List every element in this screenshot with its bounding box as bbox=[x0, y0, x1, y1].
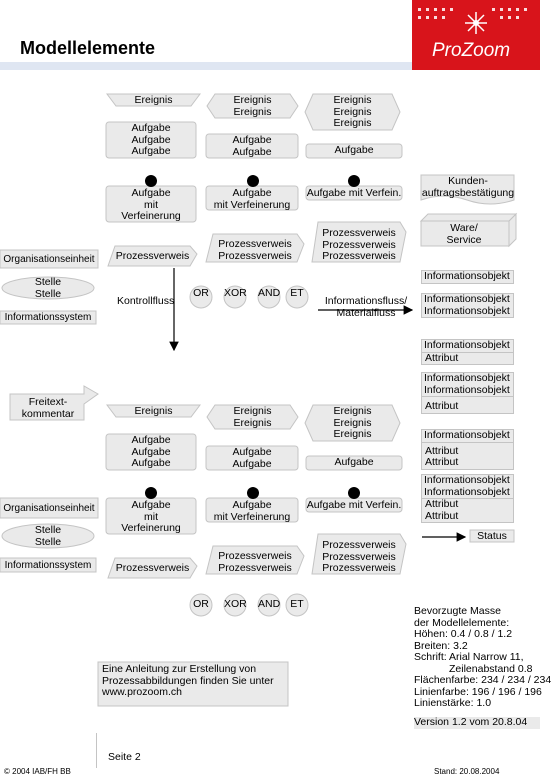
info-object-2-attr2-values: Attribut Attribut bbox=[425, 498, 459, 522]
freetext-comment: Freitext- kommentar bbox=[21, 396, 75, 420]
info-object-2-attr2: Informationsobjekt Informationsobjekt At… bbox=[421, 474, 514, 523]
task-single-shape bbox=[305, 143, 403, 159]
date-stamp: Stand: 20.08.2004 bbox=[434, 767, 500, 776]
logo-star-icon bbox=[418, 8, 527, 34]
info-object-2-attr-value: Attribut bbox=[425, 400, 459, 412]
event-single-shape bbox=[106, 93, 201, 107]
event-single: Ereignis bbox=[134, 94, 173, 106]
control-flow-label: Kontrollfluss bbox=[117, 295, 175, 307]
event-single-2: Ereignis bbox=[134, 405, 173, 417]
connector-xor-2: XOR bbox=[224, 598, 247, 610]
customer-document: Kunden- auftragsbestätigung bbox=[421, 175, 515, 199]
connector-xor: XOR bbox=[224, 287, 247, 299]
info-object-attr-value: Attribut bbox=[425, 351, 459, 364]
header-strip bbox=[0, 62, 412, 70]
footer-divider bbox=[96, 733, 97, 768]
event-triple-shape bbox=[304, 93, 401, 131]
info-object-attr-title: Informationsobjekt bbox=[422, 339, 513, 353]
event-triple-2: Ereignis Ereignis Ereignis bbox=[333, 405, 372, 440]
refined-task-two-line: Aufgabe mit Verfeinerung bbox=[213, 187, 291, 211]
copyright: © 2004 IAB/FH BB bbox=[4, 767, 71, 776]
header-bar bbox=[0, 0, 412, 70]
info-object-attr2-values: Attribut Attribut bbox=[425, 444, 459, 468]
info-system: Informationssystem bbox=[4, 312, 92, 323]
page-number: Seite 2 bbox=[108, 751, 141, 763]
process-ref-double: Prozessverweis Prozessverweis bbox=[218, 238, 292, 262]
event-double: Ereignis Ereignis bbox=[233, 94, 272, 118]
status-badge: Status bbox=[477, 530, 507, 542]
refined-task-inline: Aufgabe mit Verfein. bbox=[306, 187, 402, 199]
prozoom-logo: ProZoom bbox=[412, 0, 540, 70]
task-triple-shape bbox=[105, 121, 197, 159]
info-material-flow-label: Informationsfluss/ Materialfluss bbox=[324, 295, 408, 319]
task-single: Aufgabe bbox=[334, 144, 374, 156]
info-object-attr2: Informationsobjekt Attribut Attribut bbox=[421, 429, 514, 470]
info-system-2: Informationssystem bbox=[4, 560, 92, 571]
org-roles-2: Stelle Stelle bbox=[34, 524, 62, 548]
shapes-layer bbox=[0, 93, 518, 707]
event-double-shape bbox=[206, 93, 299, 119]
task-single-2: Aufgabe bbox=[334, 456, 374, 468]
task-double-2: Aufgabe Aufgabe bbox=[232, 446, 272, 470]
logo-text: ProZoom bbox=[432, 40, 511, 61]
connector-and: AND bbox=[258, 287, 281, 299]
document-shape bbox=[420, 174, 515, 205]
event-triple: Ereignis Ereignis Ereignis bbox=[333, 94, 372, 129]
ware-service: Ware/ Service bbox=[446, 222, 482, 246]
connector-or: OR bbox=[193, 287, 209, 299]
process-ref-single-2: Prozessverweis bbox=[115, 562, 190, 574]
guide-text: Eine Anleitung zur Erstellung von Prozes… bbox=[102, 663, 274, 698]
process-ref-double-2: Prozessverweis Prozessverweis bbox=[218, 550, 292, 574]
info-object-1: Informationsobjekt bbox=[421, 270, 514, 284]
task-triple-2: Aufgabe Aufgabe Aufgabe bbox=[131, 434, 171, 469]
process-ref-triple-2: Prozessverweis Prozessverweis Prozessver… bbox=[322, 539, 396, 574]
connector-et: ET bbox=[290, 287, 304, 299]
refined-task-stacked-2: Aufgabe mit Verfeinerung bbox=[121, 499, 181, 534]
dimensions-note: Bevorzugte Masse der Modellelemente: Höh… bbox=[414, 605, 552, 709]
connector-or-2: OR bbox=[193, 598, 209, 610]
page-title: Modellelemente bbox=[20, 38, 156, 58]
version-label: Version 1.2 vom 20.8.04 bbox=[414, 716, 540, 729]
info-object-2-attr2-title: Informationsobjekt Informationsobjekt bbox=[422, 474, 513, 499]
connector-et-2: ET bbox=[290, 598, 304, 610]
connector-and-2: AND bbox=[258, 598, 281, 610]
process-ref-triple: Prozessverweis Prozessverweis Prozessver… bbox=[322, 227, 396, 262]
info-object-attr: Informationsobjekt Attribut bbox=[421, 339, 514, 365]
refined-task-stacked: Aufgabe mit Verfeinerung bbox=[121, 187, 181, 222]
org-unit: Organisationseinheit bbox=[3, 254, 95, 265]
process-ref-single: Prozessverweis bbox=[115, 250, 190, 262]
event-double-2: Ereignis Ereignis bbox=[233, 405, 272, 429]
org-unit-2: Organisationseinheit bbox=[3, 503, 95, 514]
info-object-2-attr-title: Informationsobjekt Informationsobjekt bbox=[422, 372, 513, 397]
info-object-attr2-title: Informationsobjekt bbox=[422, 429, 513, 443]
refined-task-two-line-2: Aufgabe mit Verfeinerung bbox=[213, 499, 291, 523]
org-roles: Stelle Stelle bbox=[34, 276, 62, 300]
info-object-2: Informationsobjekt Informationsobjekt bbox=[421, 293, 514, 318]
task-double: Aufgabe Aufgabe bbox=[232, 134, 272, 158]
info-object-2-attr: Informationsobjekt Informationsobjekt At… bbox=[421, 372, 514, 414]
task-triple: Aufgabe Aufgabe Aufgabe bbox=[131, 122, 171, 157]
task-double-shape bbox=[205, 133, 299, 159]
refined-task-inline-2: Aufgabe mit Verfein. bbox=[306, 499, 402, 511]
